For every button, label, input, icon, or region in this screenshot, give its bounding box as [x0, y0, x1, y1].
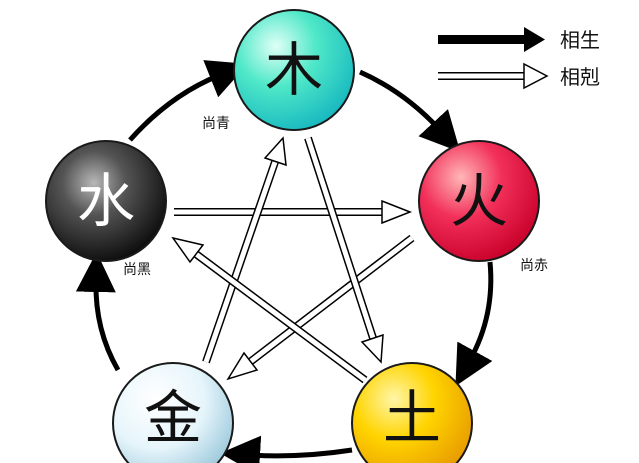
- overcome-arrow-water-fire: [174, 199, 413, 225]
- node-metal: 金: [112, 362, 234, 463]
- overcome-arrow-wood-earth: [304, 136, 384, 364]
- generate-arrow-fire-earth: [455, 261, 494, 387]
- legend-overcoming-label: 相剋: [560, 65, 600, 89]
- overcome-arrow-fire-metal: [226, 234, 415, 381]
- node-wood-char: 木: [265, 36, 323, 104]
- node-fire-char: 火: [450, 167, 508, 235]
- node-fire: 火: [418, 140, 540, 262]
- node-water: 水: [45, 140, 167, 262]
- node-earth: 土: [351, 362, 473, 463]
- label-fire: 尚赤: [520, 258, 548, 274]
- generate-arrow-wood-fire: [358, 69, 461, 153]
- legend-generating-arrow-icon: [438, 27, 545, 52]
- label-water: 尚黑: [123, 262, 151, 278]
- node-wood: 木: [233, 9, 355, 131]
- node-metal-char: 金: [144, 384, 202, 452]
- overcome-arrow-earth-water: [171, 236, 368, 384]
- node-water-char: 水: [77, 167, 135, 235]
- generate-arrow-metal-water: [75, 252, 121, 372]
- overcome-arrow-metal-wood: [202, 136, 287, 364]
- legend: 相生 相剋: [438, 27, 600, 90]
- generate-arrow-water-wood: [128, 60, 248, 142]
- legend-overcoming-arrow-icon: [438, 62, 549, 90]
- node-earth-char: 土: [383, 384, 441, 452]
- generate-arrow-earth-metal: [220, 435, 353, 463]
- label-wood: 尚青: [202, 116, 230, 132]
- legend-generating-label: 相生: [560, 28, 600, 52]
